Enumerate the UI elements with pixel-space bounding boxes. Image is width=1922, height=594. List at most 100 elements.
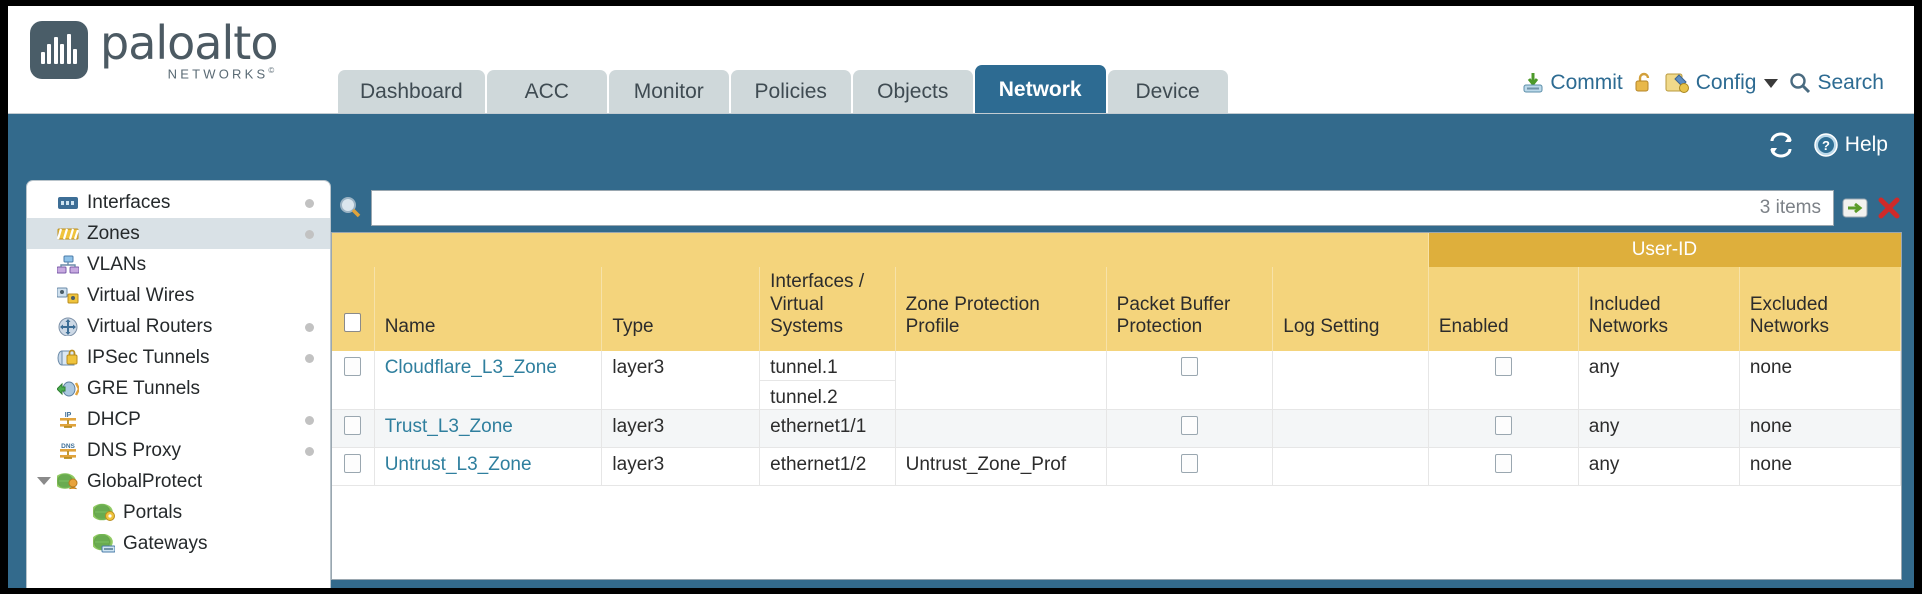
row-select-cell[interactable]	[332, 350, 375, 410]
packet-buffer-protection-checkbox[interactable]	[1180, 415, 1198, 435]
row-select-cell[interactable]	[332, 409, 375, 448]
packet-buffer-protection-checkbox[interactable]	[1180, 356, 1198, 376]
zone-name-cell[interactable]: Cloudflare_L3_Zone	[374, 350, 603, 410]
zone-name-link[interactable]: Untrust_L3_Zone	[384, 453, 532, 475]
userid-enabled-cell[interactable]	[1428, 447, 1579, 486]
tab-label: Monitor	[633, 80, 704, 103]
sidebar-item-label: Gateways	[123, 532, 208, 554]
sidebar-item-vlans[interactable]: VLANs	[27, 249, 330, 280]
config-menu[interactable]: Config	[1665, 71, 1779, 95]
packet-buffer-protection-cell[interactable]	[1106, 350, 1274, 410]
row-select-checkbox[interactable]	[344, 453, 362, 473]
tab-device[interactable]: Device	[1107, 70, 1228, 113]
sidebar-item-gateways[interactable]: Gateways	[27, 528, 330, 559]
zone-name-link[interactable]: Trust_L3_Zone	[384, 415, 513, 437]
sidebar-item-label: DNS Proxy	[87, 439, 181, 461]
excluded-networks-cell: none	[1739, 409, 1901, 448]
search-button[interactable]: Search	[1788, 71, 1884, 95]
userid-enabled-checkbox[interactable]	[1494, 415, 1512, 435]
sidebar-item-globalprotect[interactable]: GlobalProtect	[27, 466, 330, 497]
green-arrow-icon	[1842, 198, 1868, 218]
packet-buffer-protection-cell[interactable]	[1106, 447, 1274, 486]
zone-protection-profile-cell	[895, 350, 1107, 410]
included-networks-cell: any	[1578, 409, 1740, 448]
tab-objects[interactable]: Objects	[852, 70, 973, 113]
commit-button[interactable]: Commit	[1521, 71, 1623, 95]
row-select-cell[interactable]	[332, 447, 375, 486]
filter-input[interactable]: 3 items	[371, 190, 1834, 226]
sidebar-item-virtual-routers[interactable]: Virtual Routers	[27, 311, 330, 342]
sidebar-item-label: Virtual Wires	[87, 284, 195, 306]
user-id-group-header: User-ID	[1428, 233, 1901, 268]
column-header-name[interactable]: Name	[374, 267, 603, 351]
column-header-type[interactable]: Type	[601, 267, 761, 351]
logo-wordmark: paloalto	[100, 16, 278, 70]
help-button[interactable]: ? Help	[1813, 132, 1888, 158]
sidebar-item-label: Zones	[87, 222, 140, 244]
userid-enabled-cell[interactable]	[1428, 409, 1579, 448]
tab-acc[interactable]: ACC	[486, 70, 607, 113]
sidebar-item-status-dot	[305, 354, 314, 363]
sidebar-item-dns-proxy[interactable]: DNS DNS Proxy	[27, 435, 330, 466]
row-select-checkbox[interactable]	[344, 356, 362, 376]
svg-text:?: ?	[1822, 138, 1830, 153]
zone-name-cell[interactable]: Trust_L3_Zone	[374, 409, 603, 448]
paloalto-logo-mark-icon	[30, 21, 88, 80]
tab-policies[interactable]: Policies	[730, 70, 851, 113]
packet-buffer-protection-cell[interactable]	[1106, 409, 1274, 448]
group-header-spacer	[332, 233, 1429, 268]
select-all-checkbox[interactable]	[344, 313, 362, 333]
tab-label: Objects	[877, 80, 949, 103]
refresh-button[interactable]	[1767, 132, 1795, 158]
clear-filter-button[interactable]	[1876, 195, 1902, 221]
sidebar-item-interfaces[interactable]: Interfaces	[27, 187, 330, 218]
chevron-down-icon[interactable]	[37, 477, 51, 485]
dns-proxy-icon: DNS	[57, 441, 79, 460]
sidebar-item-virtual-wires[interactable]: Virtual Wires	[27, 280, 330, 311]
tab-dashboard[interactable]: Dashboard	[338, 70, 485, 113]
userid-enabled-checkbox[interactable]	[1494, 453, 1512, 473]
tab-network[interactable]: Network	[974, 65, 1106, 113]
apply-filter-button[interactable]	[1842, 195, 1868, 221]
sidebar-item-portals[interactable]: Portals	[27, 497, 330, 528]
packet-buffer-protection-checkbox[interactable]	[1180, 453, 1198, 473]
select-all-cell[interactable]	[332, 267, 375, 351]
column-header-zone-protection-profile[interactable]: Zone Protection Profile	[895, 267, 1107, 351]
sidebar-item-gre-tunnels[interactable]: GRE Tunnels	[27, 373, 330, 404]
group-header-row: User-ID	[332, 233, 1901, 268]
content-area: 3 items	[331, 180, 1914, 588]
log-setting-cell	[1272, 447, 1429, 486]
zone-name-link[interactable]: Cloudflare_L3_Zone	[384, 356, 557, 378]
filter-search-icon	[337, 195, 363, 221]
userid-enabled-checkbox[interactable]	[1494, 356, 1512, 376]
tab-label: ACC	[524, 80, 569, 103]
sidebar-item-zones[interactable]: Zones	[27, 218, 330, 249]
unlocked-padlock-icon	[1635, 72, 1649, 92]
column-header-excluded-networks[interactable]: Excluded Networks	[1739, 267, 1901, 351]
virtual-routers-icon	[57, 317, 79, 337]
column-header-interfaces-virtual-systems[interactable]: Interfaces / Virtual Systems	[759, 267, 896, 351]
column-header-log-setting[interactable]: Log Setting	[1272, 267, 1429, 351]
column-header-enabled[interactable]: Enabled	[1428, 267, 1579, 351]
tab-monitor[interactable]: Monitor	[608, 70, 729, 113]
row-select-checkbox[interactable]	[344, 415, 362, 435]
search-icon	[1790, 73, 1811, 94]
filter-bar: 3 items	[331, 188, 1902, 228]
lock-button[interactable]	[1633, 71, 1655, 95]
interface-entry: ethernet1/1	[770, 415, 867, 437]
userid-enabled-cell[interactable]	[1428, 350, 1579, 410]
sidebar-item-ipsec-tunnels[interactable]: IPSec Tunnels	[27, 342, 330, 373]
band-tools: ? Help	[1767, 132, 1888, 158]
globalprotect-icon	[54, 472, 79, 491]
ipsec-tunnels-icon	[57, 348, 79, 367]
column-header-included-networks[interactable]: Included Networks	[1578, 267, 1740, 351]
column-header-packet-buffer-protection[interactable]: Packet Buffer Protection	[1106, 267, 1274, 351]
zone-name-cell[interactable]: Untrust_L3_Zone	[374, 447, 603, 486]
